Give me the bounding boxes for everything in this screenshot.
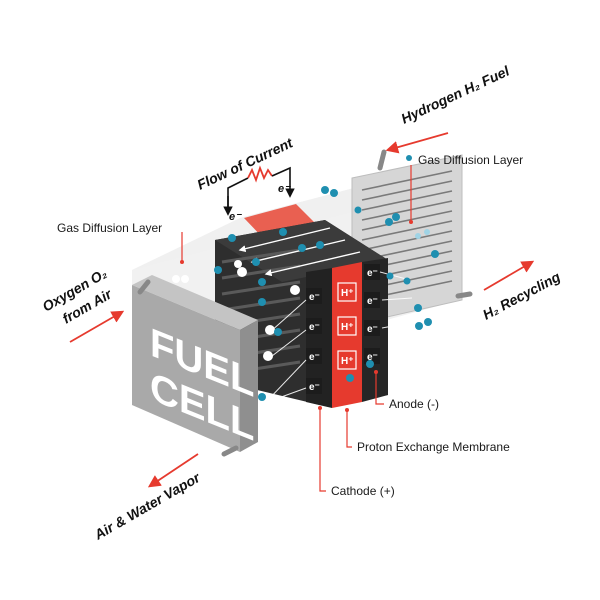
cathode-label: Cathode (+): [331, 484, 395, 498]
electron-label: e⁻: [367, 268, 378, 279]
current-circuit: e⁻ e⁻: [223, 165, 295, 223]
h2-recycling-label: H₂ Recycling: [480, 268, 563, 322]
callout-labels: Gas Diffusion Layer Gas Diffusion Layer …: [57, 153, 523, 498]
electron-label: e⁻: [367, 324, 378, 335]
fuel-cell-panel: FUEL CELL: [132, 275, 258, 457]
air-water-out-arrow: [147, 453, 199, 488]
flow-arrows: [69, 132, 535, 488]
electron-label: e⁻: [309, 382, 320, 393]
electron-label: e⁻: [309, 352, 320, 363]
proton-label: H⁺: [341, 322, 354, 333]
air-water-vapor-label: Air & Water Vapor: [91, 468, 204, 543]
top-flow-arrows: [238, 227, 361, 277]
proton-label: H⁺: [341, 288, 354, 299]
callout-leaders: [181, 165, 412, 492]
gas-diffusion-layer-left-label: Gas Diffusion Layer: [57, 221, 162, 235]
molecules: [172, 155, 439, 408]
internal-flow-lines: [261, 271, 415, 405]
electron-label: e⁻: [367, 296, 378, 307]
hydrogen-fuel-label: Hydrogen H₂ Fuel: [399, 62, 513, 127]
circuit-electron-left: e⁻: [229, 211, 242, 223]
circuit-electron-right: e⁻: [278, 183, 291, 195]
electron-label: e⁻: [309, 292, 320, 303]
resistor-icon: [247, 165, 273, 183]
proton-badges: H⁺ H⁺ H⁺: [337, 282, 357, 370]
h2-recycling-arrow: [483, 260, 535, 291]
callout-dots: [180, 220, 413, 412]
electron-label: e⁻: [367, 352, 378, 363]
oxygen-in-arrow: [69, 310, 125, 343]
electron-label: e⁻: [309, 322, 320, 333]
anode-label: Anode (-): [389, 397, 439, 411]
proton-label: H⁺: [341, 356, 354, 367]
hydrogen-in-arrow: [385, 132, 449, 154]
gas-diffusion-layer-right-label: Gas Diffusion Layer: [418, 153, 523, 167]
electron-badges: e⁻ e⁻ e⁻ e⁻ e⁻ e⁻ e⁻ e⁻: [306, 264, 380, 394]
pem-label: Proton Exchange Membrane: [357, 440, 510, 454]
